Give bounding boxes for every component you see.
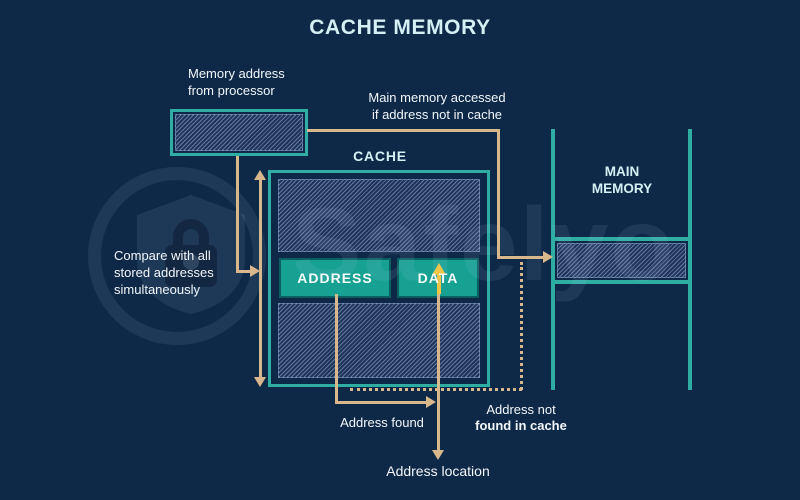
processor-address-label: Memory address from processor	[188, 66, 285, 98]
cache-address-cell-label: ADDRESS	[297, 270, 373, 286]
cache-title: CACHE	[353, 148, 407, 164]
arrowhead-address-found-icon	[426, 396, 436, 408]
connector-address-down	[335, 294, 338, 404]
arrowhead-data-hit-icon	[432, 263, 446, 275]
main-memory-slot-bottom	[551, 280, 692, 284]
connector-box-to-mainmemory-vertical	[497, 129, 500, 259]
main-memory-slot-hatch	[557, 243, 686, 278]
compare-span-line	[259, 179, 262, 378]
diagram-title: CACHE MEMORY	[309, 16, 491, 39]
arrowhead-compare-up-icon	[254, 170, 266, 180]
arrowhead-into-mainmemory-icon	[543, 251, 553, 263]
main-memory-slot-top	[551, 237, 692, 241]
cache-address-cell: ADDRESS	[279, 258, 391, 298]
cache-row-bottom-hatch	[278, 303, 480, 378]
connector-into-mainmemory	[497, 256, 544, 259]
not-found-label: Address not found in cache	[475, 402, 567, 433]
compare-label: Compare with all stored addresses simult…	[114, 248, 214, 297]
main-memory-right-wall	[688, 129, 692, 390]
cache-data-cell: DATA	[397, 258, 479, 298]
main-memory-label: MAIN MEMORY	[591, 164, 653, 196]
address-found-label: Address found	[340, 415, 424, 430]
processor-address-box	[170, 109, 308, 156]
address-location-label: Address location	[386, 463, 490, 479]
cache-row-top-hatch	[278, 179, 480, 252]
dotted-not-found-horizontal	[350, 388, 522, 391]
arrowhead-to-compare-icon	[250, 265, 260, 277]
connector-address-found	[335, 401, 427, 404]
main-access-label: Main memory accessed if address not in c…	[368, 90, 506, 122]
main-memory-left-wall	[551, 129, 555, 390]
dotted-not-found-vertical	[520, 262, 523, 390]
cache-box: ADDRESS DATA	[268, 170, 490, 387]
connector-box-to-compare	[236, 270, 252, 273]
processor-address-hatch	[175, 114, 303, 151]
arrowhead-address-location-icon	[432, 450, 444, 460]
cache-data-cell-label: DATA	[417, 270, 459, 286]
connector-box-to-mainmemory-horizontal	[307, 129, 500, 132]
data-hit-line	[437, 274, 441, 294]
connector-box-down	[236, 156, 239, 273]
arrowhead-compare-down-icon	[254, 377, 266, 387]
connector-data-down	[437, 294, 440, 452]
